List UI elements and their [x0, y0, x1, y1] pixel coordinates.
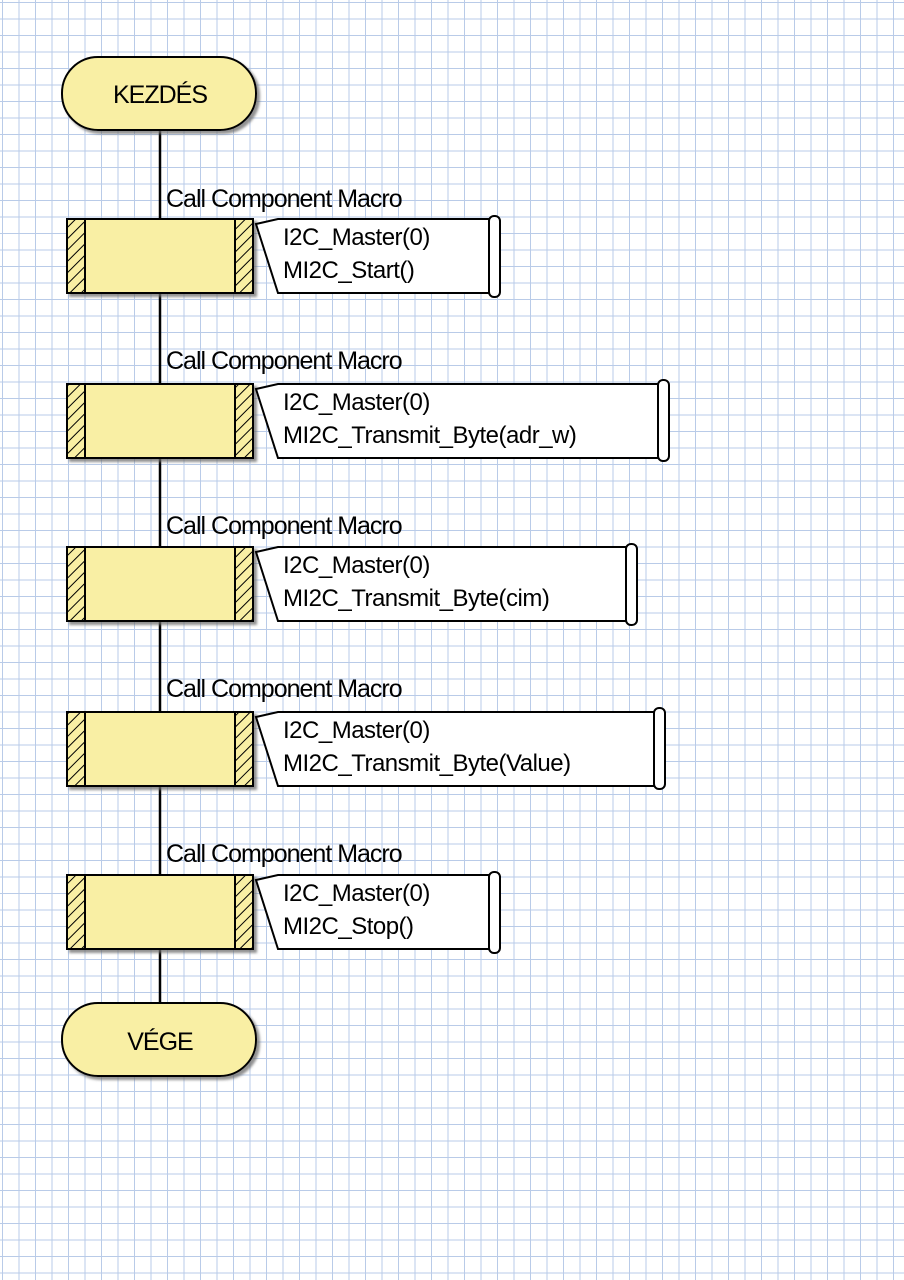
macro-block[interactable]	[66, 874, 254, 950]
macro-call: MI2C_Transmit_Byte(cim)	[283, 585, 549, 612]
end-terminal[interactable]: VÉGE	[61, 1002, 257, 1077]
macro-step-3[interactable]: Call Component Macro I2C_Master(0) MI2C_…	[66, 512, 638, 626]
macro-block[interactable]	[66, 383, 254, 459]
macro-call: MI2C_Transmit_Byte(Value)	[283, 750, 571, 777]
start-terminal[interactable]: KEZDÉS	[61, 56, 257, 131]
macro-call: MI2C_Transmit_Byte(adr_w)	[283, 422, 576, 449]
comment-callout: I2C_Master(0) MI2C_Transmit_Byte(adr_w)	[254, 379, 670, 462]
comment-callout: I2C_Master(0) MI2C_Start()	[254, 215, 501, 298]
macro-step-4[interactable]: Call Component Macro I2C_Master(0) MI2C_…	[66, 675, 666, 790]
step-type-label: Call Component Macro	[166, 347, 402, 375]
macro-step-2[interactable]: Call Component Macro I2C_Master(0) MI2C_…	[66, 347, 670, 462]
end-label: VÉGE	[127, 1027, 193, 1056]
macro-call: MI2C_Start()	[283, 257, 414, 284]
macro-block[interactable]	[66, 546, 254, 622]
macro-block[interactable]	[66, 218, 254, 294]
macro-step-5[interactable]: Call Component Macro I2C_Master(0) MI2C_…	[66, 840, 501, 954]
step-type-label: Call Component Macro	[166, 185, 402, 213]
macro-block[interactable]	[66, 711, 254, 787]
component-name: I2C_Master(0)	[283, 552, 430, 579]
macro-call: MI2C_Stop()	[283, 913, 414, 940]
macro-step-1[interactable]: Call Component Macro I2C_Master(0) MI2C_…	[66, 185, 501, 298]
component-name: I2C_Master(0)	[283, 880, 430, 907]
comment-callout: I2C_Master(0) MI2C_Transmit_Byte(cim)	[254, 543, 638, 626]
step-type-label: Call Component Macro	[166, 512, 402, 540]
comment-callout: I2C_Master(0) MI2C_Transmit_Byte(Value)	[254, 707, 666, 790]
start-label: KEZDÉS	[113, 80, 207, 109]
step-type-label: Call Component Macro	[166, 840, 402, 868]
step-type-label: Call Component Macro	[166, 675, 402, 703]
component-name: I2C_Master(0)	[283, 389, 430, 416]
component-name: I2C_Master(0)	[283, 224, 430, 251]
component-name: I2C_Master(0)	[283, 717, 430, 744]
comment-callout: I2C_Master(0) MI2C_Stop()	[254, 871, 501, 954]
